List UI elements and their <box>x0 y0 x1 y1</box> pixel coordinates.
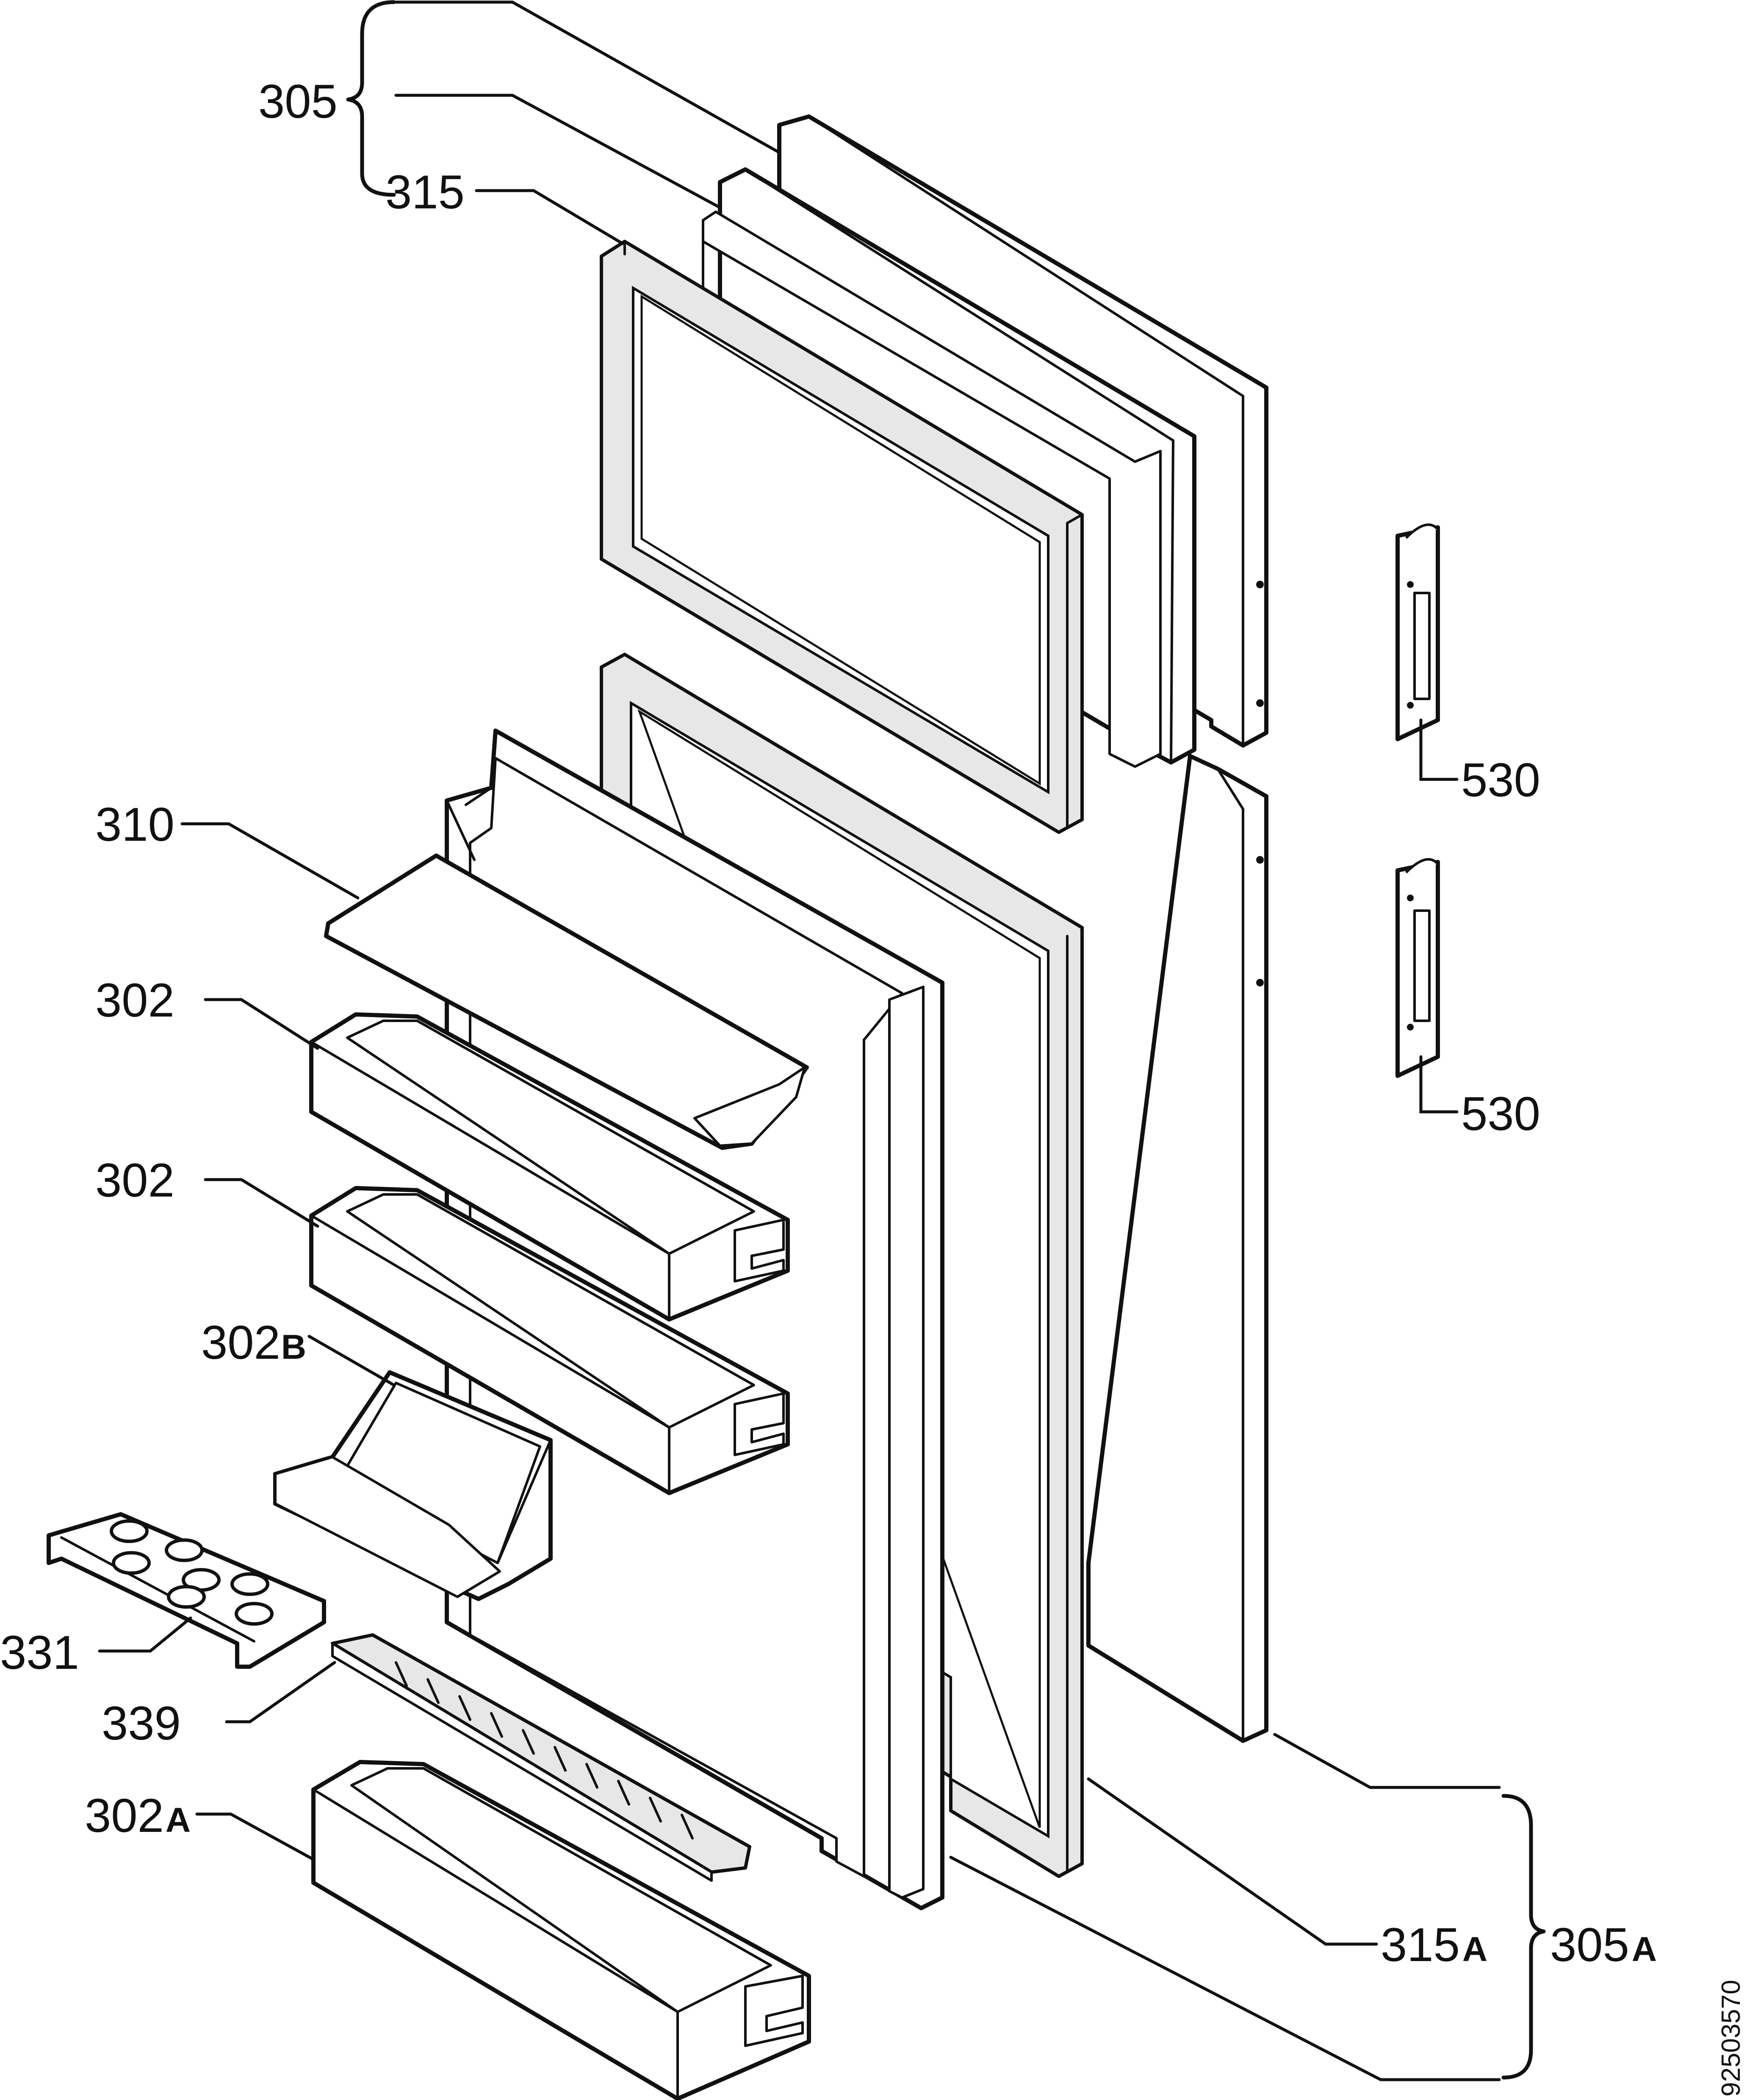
label-305: 305 <box>258 75 338 128</box>
document-number: 92503570 <box>1717 1980 1746 2097</box>
door-bin-302-lower <box>309 1186 790 1495</box>
label-302-lower: 302 <box>95 1154 174 1207</box>
label-315A: 315A <box>1381 1918 1487 1971</box>
label-315: 315 <box>385 166 465 219</box>
fridge-outer-door-panel <box>1086 754 1268 1743</box>
hinge-cover-530-upper <box>1395 523 1440 741</box>
dairy-compartment-302B <box>273 1370 553 1601</box>
brace-305 <box>346 0 396 197</box>
egg-tray-331 <box>47 1512 326 1669</box>
label-530-lower: 530 <box>1461 1087 1540 1140</box>
leader-lines <box>98 0 1501 2081</box>
label-302A: 302A <box>85 1789 191 1842</box>
label-302B: 302B <box>201 1316 306 1369</box>
door-bin-302-upper <box>309 1012 790 1322</box>
label-305A: 305A <box>1550 1918 1657 1971</box>
label-530-upper: 530 <box>1461 754 1540 806</box>
freezer-door-gasket <box>600 240 1084 834</box>
label-331: 331 <box>0 1626 79 1679</box>
bottle-bin-302A <box>311 1760 811 2100</box>
label-339: 339 <box>102 1697 181 1750</box>
label-302-upper: 302 <box>95 974 174 1027</box>
bottle-retainer-slots <box>395 1661 694 1840</box>
hinge-cover-530-lower <box>1395 858 1440 1078</box>
shelf-310 <box>324 853 809 1150</box>
label-310: 310 <box>95 798 174 851</box>
brace-305A <box>1501 1794 1546 2080</box>
bottle-retainer-339 <box>331 1633 751 1882</box>
